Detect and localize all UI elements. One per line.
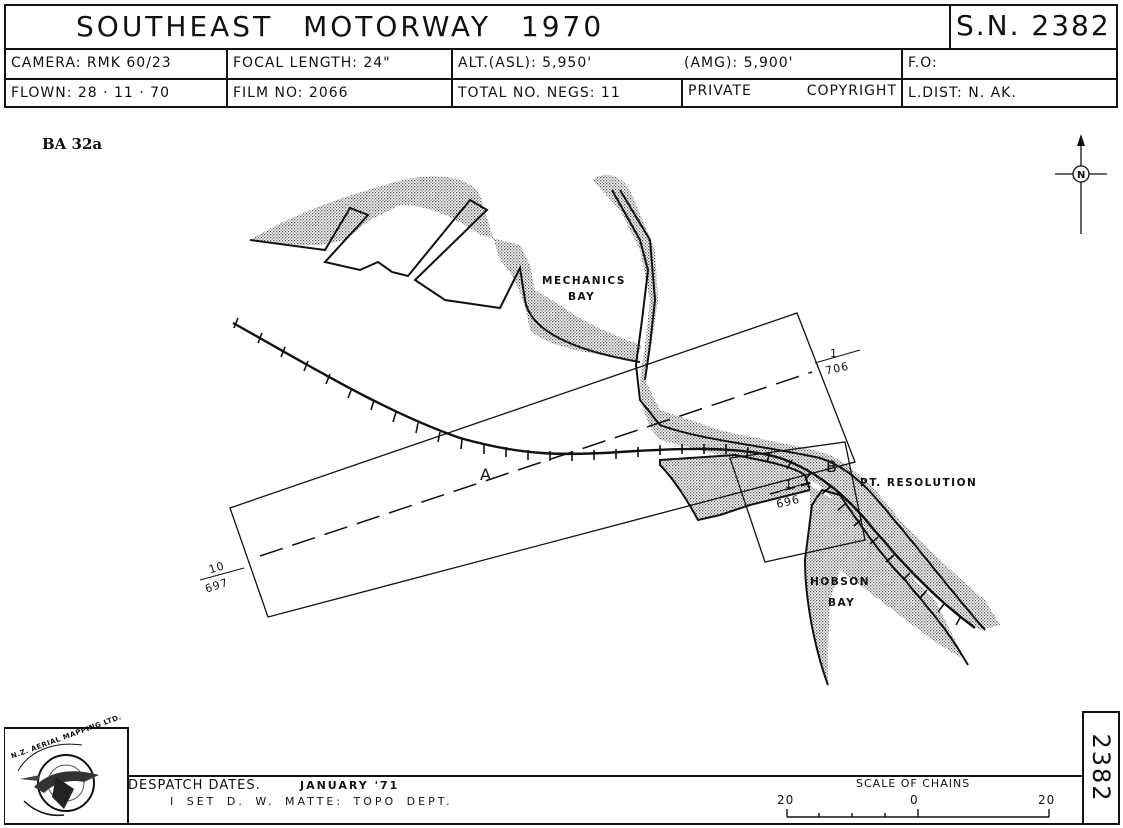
frame-a-start-number: 10: [207, 559, 226, 576]
film-no-cell: FILM NO: 2066: [226, 78, 451, 108]
vertical-sn: 2382: [1087, 733, 1115, 803]
flight-line-a: [259, 371, 813, 557]
nz-aerial-mapping-logo-icon: [17, 743, 99, 817]
sn-number: S.N. 2382: [956, 9, 1111, 42]
motorway-ticks: [233, 317, 962, 626]
footer: N.Z. AERIAL MAPPING LTD. DESPATCH DATES.…: [4, 713, 1118, 825]
hobson-bay-outline: [803, 488, 969, 686]
frame-a-end-number: 1: [830, 347, 838, 360]
scale-bar: [786, 809, 1050, 818]
flown-cell: FLOWN: 28 · 11 · 70: [11, 85, 170, 101]
despatch-date: JANUARY '71: [300, 779, 400, 792]
wharf-area-shading: [250, 176, 642, 360]
frame-b-number: 1: [785, 478, 793, 491]
frame-b-film: 696: [775, 493, 801, 511]
scale-left: 20: [777, 793, 795, 807]
vertical-sn-box: 2382: [1082, 711, 1120, 825]
header-table: SOUTHEAST MOTORWAY 1970 S.N. 2382 CAMERA…: [4, 4, 1118, 108]
wharf-outline: [249, 198, 641, 363]
sheet-reference: BA 32a: [42, 135, 103, 153]
l-dist-cell: L.DIST: N. AK.: [901, 78, 1118, 108]
frame-a-start-film: 697: [203, 576, 230, 596]
creek-edge: [611, 189, 986, 631]
label-pt-resolution: PT. RESOLUTION: [860, 477, 977, 489]
hobson-bay-shading: [805, 485, 965, 685]
set-line: I SET D. W. MATTE: TOPO DEPT.: [170, 795, 453, 808]
header-title-row: SOUTHEAST MOTORWAY 1970 S.N. 2382: [6, 6, 1116, 50]
label-hobson-bay: BAY: [828, 597, 855, 609]
camera-cell: CAMERA: RMK 60/23: [11, 55, 172, 71]
creek-shading: [592, 174, 1000, 630]
motorway-route: [232, 321, 976, 629]
scale-label: SCALE OF CHAINS: [856, 777, 971, 790]
focal-length-cell: FOCAL LENGTH: 24": [226, 48, 451, 78]
frame-a-end-film: 706: [824, 360, 850, 378]
label-mechanics: MECHANICS: [542, 275, 626, 287]
alt-amg-cell: (AMG): 5,900': [684, 55, 794, 71]
sn-cell: S.N. 2382: [949, 6, 1118, 48]
copyright-cell: PRIVATE COPYRIGHT: [681, 78, 901, 108]
scale-right: 20: [1038, 793, 1056, 807]
alt-asl-cell: ALT.(ASL): 5,950': [451, 48, 681, 78]
svg-text:N: N: [1077, 170, 1085, 181]
frame-run-a: [229, 312, 856, 618]
copyright-text: COPYRIGHT: [806, 83, 897, 99]
header-row-3: FLOWN: 28 · 11 · 70 FILM NO: 2066 TOTAL …: [6, 78, 1116, 108]
run-b-label: B: [826, 457, 837, 476]
north-arrow-icon: N: [1055, 134, 1107, 234]
private-text: PRIVATE: [688, 83, 752, 99]
run-a-label: A: [480, 465, 491, 484]
label-mechanics-bay: BAY: [568, 291, 595, 303]
map-title: SOUTHEAST MOTORWAY 1970: [76, 10, 605, 43]
fo-cell: F.O:: [901, 48, 1118, 78]
despatch-label: DESPATCH DATES.: [128, 778, 261, 793]
label-hobson: HOBSON: [810, 576, 870, 588]
creek-edge-2: [619, 189, 657, 381]
frame-run-b: [729, 441, 866, 563]
footer-frame: [4, 727, 1082, 825]
header-row-2: CAMERA: RMK 60/23 FOCAL LENGTH: 24" ALT.…: [6, 48, 1116, 80]
scale-mid: 0: [910, 793, 919, 807]
total-negs-cell: TOTAL NO. NEGS: 11: [451, 78, 681, 108]
